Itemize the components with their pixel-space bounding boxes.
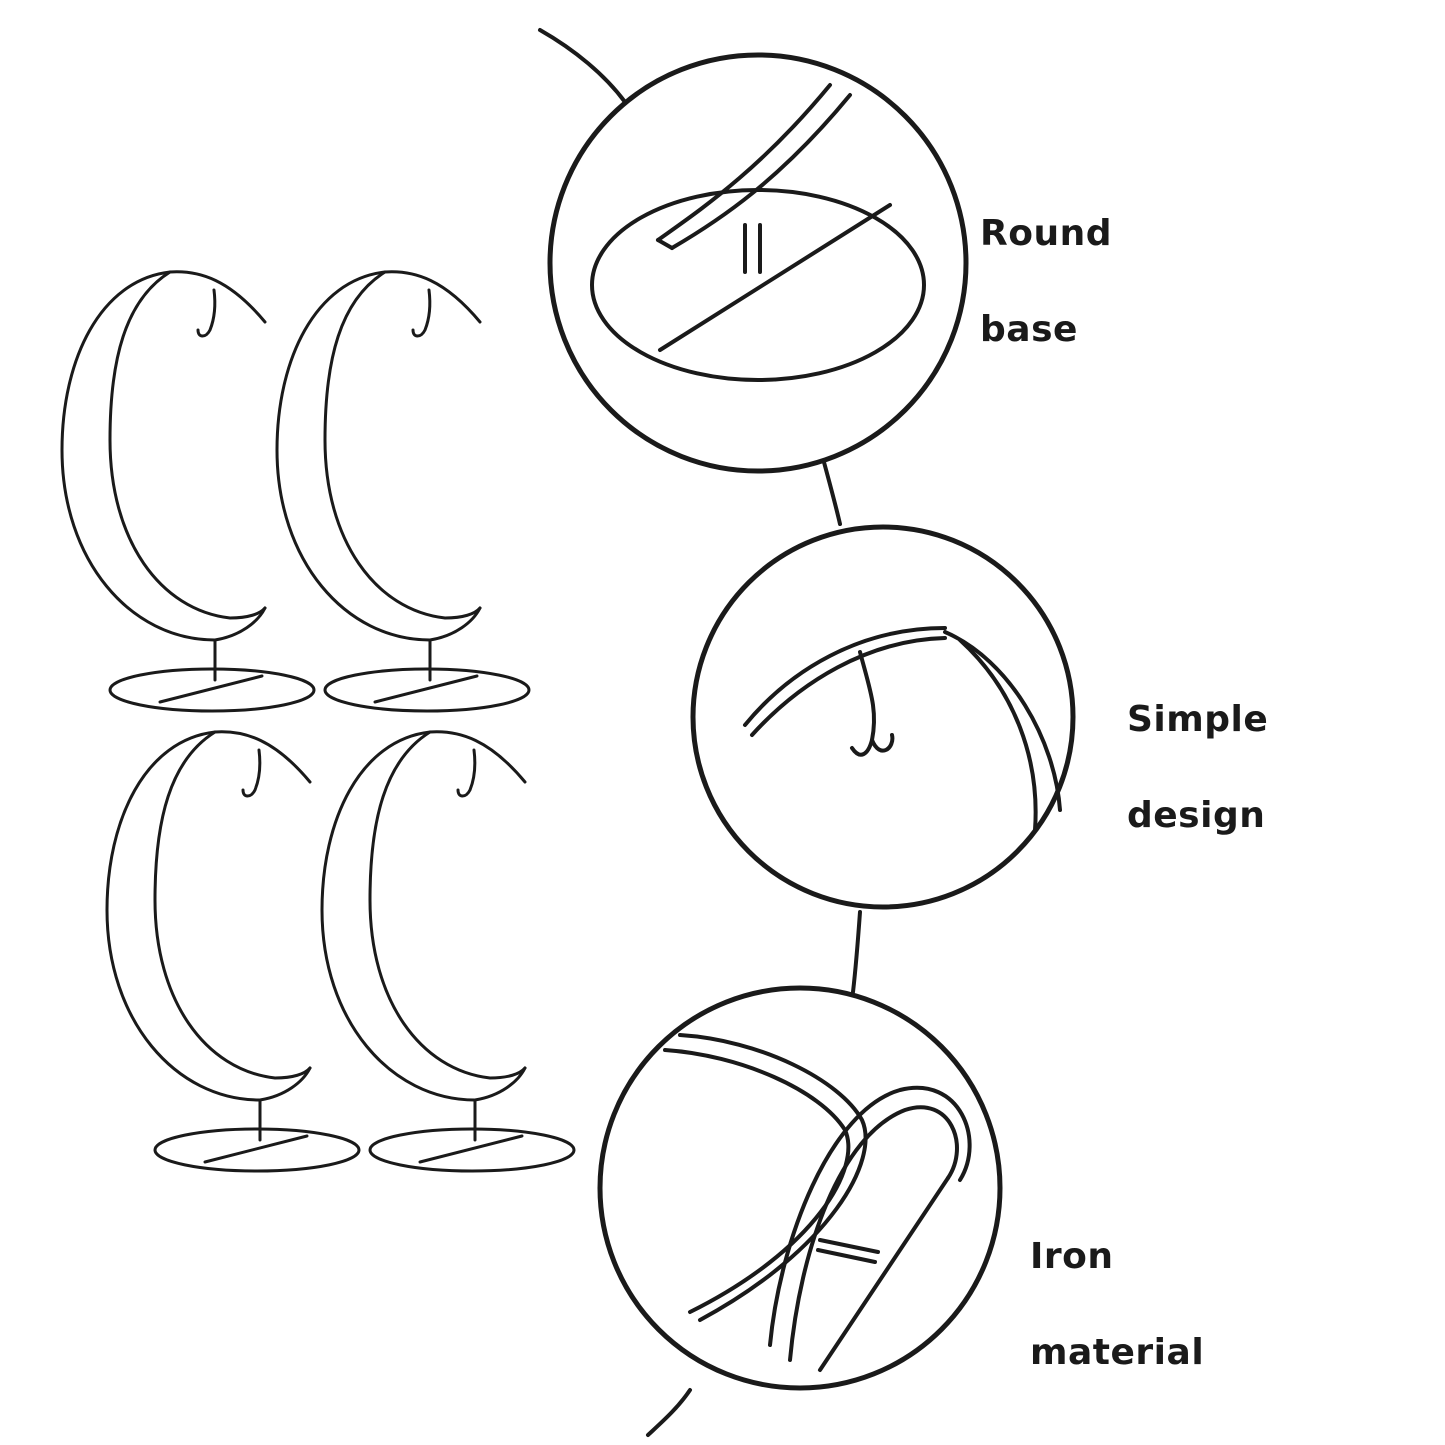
moon-stand-bottom-right (320, 730, 576, 1173)
moon-stand-top-right (275, 270, 531, 713)
feature-label-line: design (1127, 795, 1266, 836)
feature-label-line: Round (980, 213, 1112, 254)
moon-stand-top-left (60, 270, 316, 713)
feature-label-line: Iron (1030, 1236, 1114, 1277)
feature-label-line: Simple (1127, 699, 1269, 740)
detail-circle-round-base (547, 52, 969, 474)
detail-circle-iron-material (597, 985, 1003, 1391)
feature-label-simple-design: Simple design (1127, 648, 1268, 888)
feature-label-line: material (1030, 1332, 1205, 1373)
feature-label-iron-material: Iron material (1030, 1185, 1204, 1425)
detail-circle-simple-design (690, 524, 1076, 910)
moon-stand-bottom-left (105, 730, 361, 1173)
feature-label-line: base (980, 309, 1078, 350)
feature-label-round-base: Round base (980, 162, 1112, 402)
